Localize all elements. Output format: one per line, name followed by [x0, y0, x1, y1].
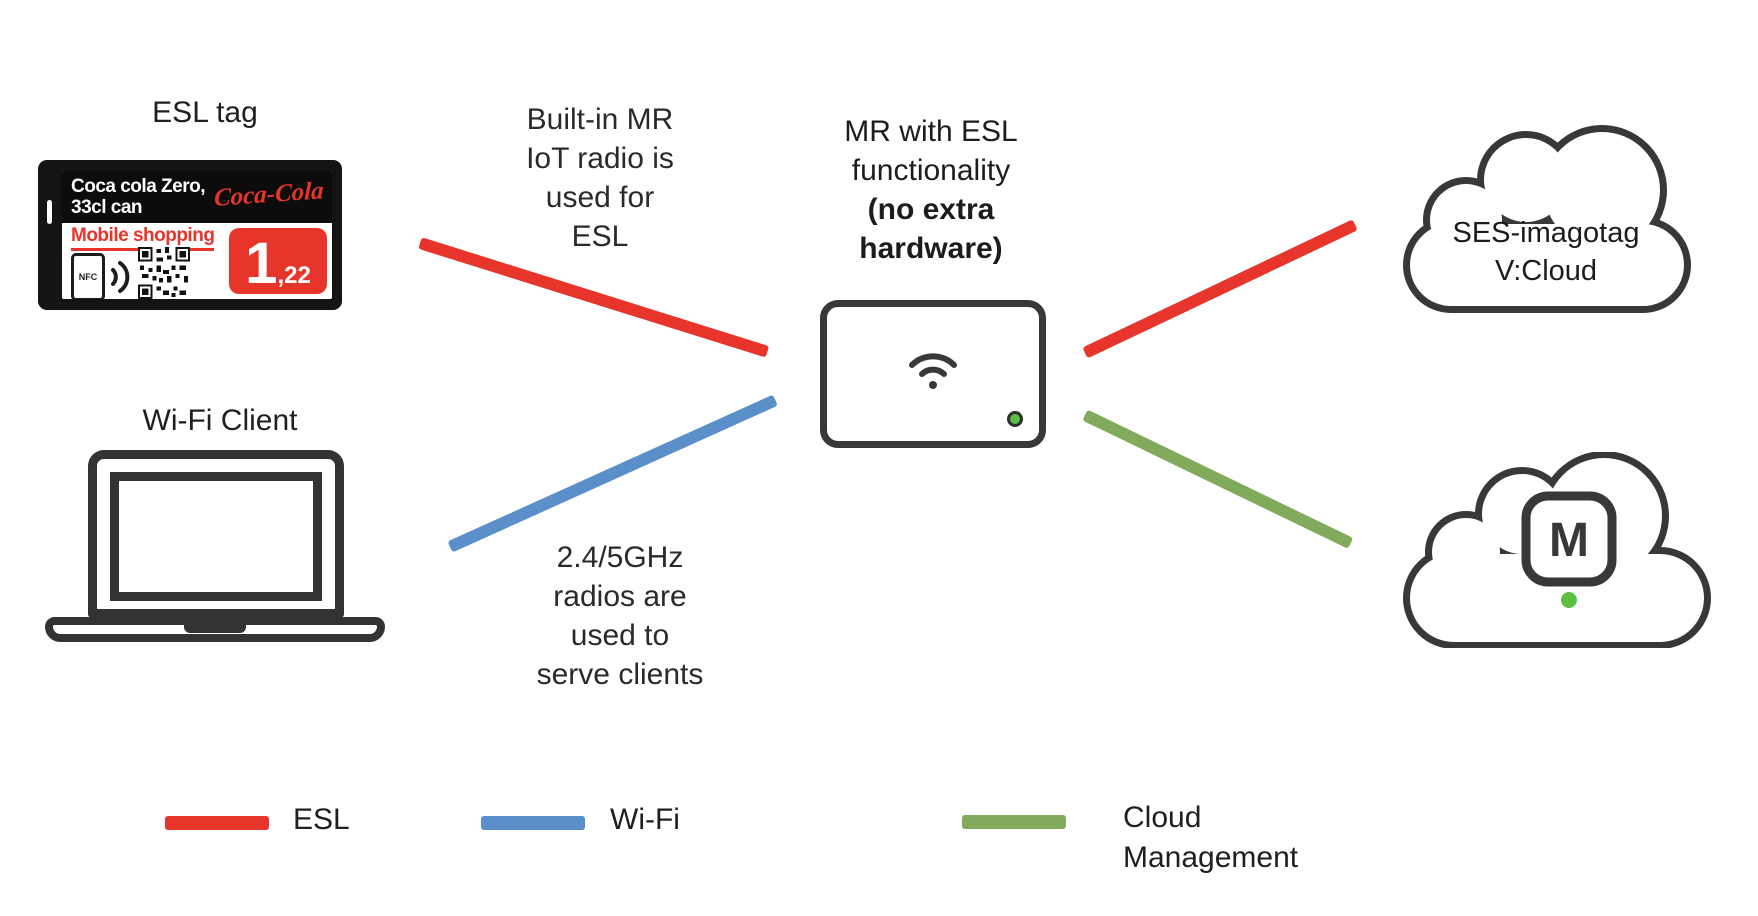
status-led [1007, 411, 1023, 427]
annotation-client-radios: 2.4/5GHz radios are used to serve client… [536, 541, 704, 691]
laptop-display [110, 472, 322, 601]
tag-body: Mobile shopping NFC [62, 223, 332, 299]
laptop-base [45, 617, 385, 642]
ap-title: MR with ESL functionality (no extra hard… [844, 115, 1018, 265]
radio-waves-icon [111, 261, 130, 293]
legend-swatch-wifi [481, 816, 585, 830]
legend-label-wifi: Wi-Fi [610, 803, 680, 836]
annotation-built-in-radio: Built-in MR IoT radio is used for ESL [526, 103, 674, 253]
ses-cloud-label: SES-imagotag V:Cloud [1452, 217, 1640, 287]
svg-text:M: M [1549, 514, 1589, 567]
meraki-status-dot [1561, 592, 1577, 608]
laptop-icon [88, 450, 344, 618]
esl-link-line-right [1082, 219, 1358, 359]
cloud-mgmt-link-line [1082, 409, 1354, 549]
qr-code-icon [138, 247, 190, 299]
access-point-device [820, 300, 1046, 448]
laptop-notch [184, 624, 246, 633]
wifi-icon [909, 353, 957, 389]
nfc-icon: NFC [71, 253, 105, 299]
tag-product-name: Coca cola Zero, 33cl can [71, 176, 206, 218]
tag-screen: Coca cola Zero, 33cl can Coca-Cola Mobil… [62, 171, 332, 299]
meraki-cloud: M [1402, 451, 1712, 649]
legend-label-cloud-management: Cloud Management [1123, 801, 1299, 874]
price-badge: 1 ,22 [229, 228, 327, 294]
coca-cola-logo: Coca-Cola [213, 177, 325, 212]
meraki-m-icon: M [1521, 491, 1617, 608]
price-decimal: ,22 [277, 262, 311, 289]
cloud-icon: M [1403, 451, 1711, 649]
tag-side-tick [47, 200, 52, 224]
esl-tag-device: Coca cola Zero, 33cl can Coca-Cola Mobil… [38, 160, 342, 310]
price-integer: 1 [245, 231, 278, 296]
legend-swatch-esl [165, 816, 269, 830]
ses-cloud: SES-imagotag V:Cloud [1400, 118, 1692, 314]
wifi-client-title: Wi-Fi Client [142, 404, 298, 437]
legend-label-esl: ESL [293, 803, 350, 836]
esl-tag-title: ESL tag [152, 96, 258, 129]
wifi-link-line [447, 394, 778, 553]
cloud-icon [1403, 125, 1691, 313]
tag-header-band: Coca cola Zero, 33cl can Coca-Cola [62, 171, 332, 223]
legend-swatch-cloud-management [962, 815, 1066, 829]
